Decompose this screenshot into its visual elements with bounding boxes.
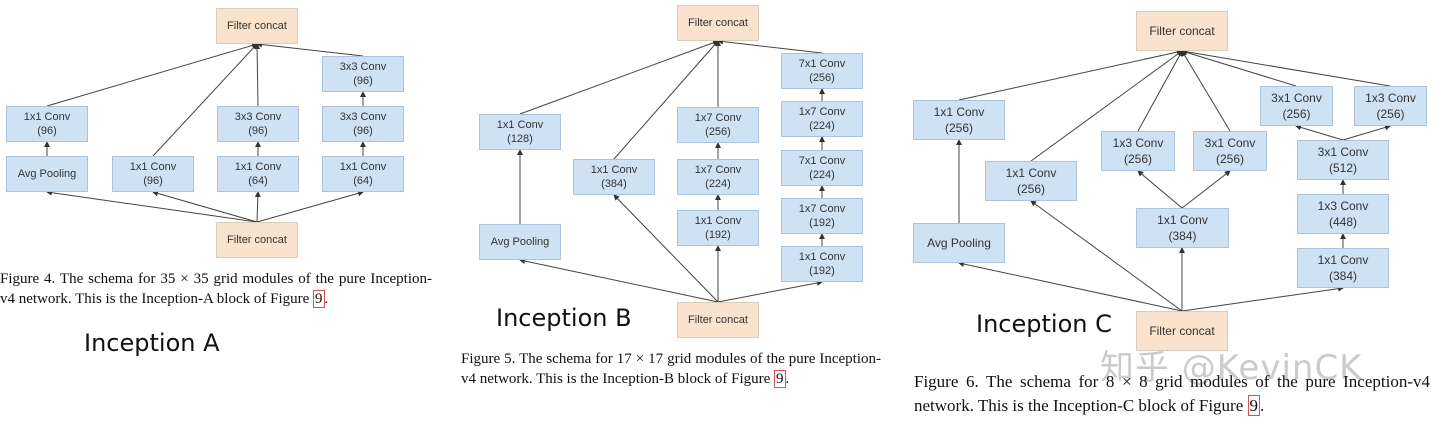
- c-top-filter-concat: Filter concat: [1136, 11, 1228, 51]
- a-branch3-conv2: 3x3 Conv(96): [217, 106, 299, 142]
- b-bottom-filter-concat: Filter concat: [677, 302, 759, 338]
- figure-ref-link[interactable]: 9: [1247, 395, 1260, 416]
- arrow-edge: [1181, 48, 1391, 87]
- arrow-edge: [254, 43, 261, 107]
- a-bottom-filter-concat: Filter concat: [216, 222, 298, 258]
- inception-a-label: Inception A: [84, 329, 220, 357]
- c-branch4-conv-right: 1x3 Conv(256): [1354, 86, 1427, 126]
- arrow-edge: [256, 41, 364, 57]
- arrow-edge: [1342, 124, 1391, 141]
- b-branch4-conv1: 1x1 Conv(192): [781, 246, 863, 282]
- a-branch1-avg-pooling: Avg Pooling: [6, 156, 88, 192]
- arrow-edge: [958, 261, 1183, 312]
- inception-b-label: Inception B: [496, 304, 632, 332]
- inception-c-label: Inception C: [976, 310, 1112, 338]
- arrow-edge: [152, 190, 258, 223]
- arrow-edge: [254, 191, 261, 223]
- arrow-edge: [519, 258, 719, 303]
- a-branch4-conv2: 3x3 Conv(96): [322, 106, 404, 142]
- figure-5-caption: Figure 5. The schema for 17 × 17 grid mo…: [461, 351, 881, 388]
- arrow-edge: [256, 190, 364, 223]
- watermark: 知乎 @KevinCK: [1100, 348, 1363, 388]
- b-branch3-conv1: 1x1 Conv(192): [677, 210, 759, 246]
- arrow-edge: [1295, 124, 1344, 141]
- a-branch1-conv: 1x1 Conv(96): [6, 106, 88, 142]
- c-branch3-conv-left: 1x3 Conv(256): [1101, 131, 1175, 171]
- arrow-edge: [1137, 50, 1183, 132]
- figure-ref-link[interactable]: 9: [313, 290, 325, 308]
- c-branch4-conv-left: 3x1 Conv(256): [1260, 86, 1333, 126]
- arrow-edge: [958, 49, 1183, 101]
- b-branch4-conv2: 1x7 Conv(192): [781, 198, 863, 234]
- b-top-filter-concat: Filter concat: [677, 5, 759, 41]
- figure-6-caption: Figure 6. The schema for 8 × 8 grid modu…: [914, 372, 1430, 416]
- arrow-edge: [46, 189, 258, 223]
- b-branch4-conv3: 7x1 Conv(224): [781, 150, 863, 186]
- c-branch3-conv-right: 3x1 Conv(256): [1193, 131, 1267, 171]
- b-branch3-conv3: 1x7 Conv(256): [677, 107, 759, 143]
- arrow-edge: [519, 39, 719, 115]
- a-branch4-conv3: 3x3 Conv(96): [322, 56, 404, 92]
- b-branch4-conv5: 7x1 Conv(256): [781, 53, 863, 89]
- b-branch1-conv: 1x1 Conv(128): [479, 114, 561, 150]
- c-branch2-conv: 1x1 Conv(256): [985, 161, 1077, 201]
- arrow-edge: [46, 42, 258, 107]
- a-top-filter-concat: Filter concat: [216, 8, 298, 44]
- arrow-edge: [1181, 170, 1231, 209]
- c-branch3-conv1: 1x1 Conv(384): [1136, 208, 1229, 248]
- arrow-edge: [1181, 49, 1297, 87]
- b-branch3-conv2: 1x7 Conv(224): [677, 159, 759, 195]
- figure-ref-link[interactable]: 9: [774, 370, 786, 388]
- c-bottom-filter-concat: Filter concat: [1136, 311, 1228, 351]
- c-branch1-conv: 1x1 Conv(256): [913, 100, 1005, 140]
- arrow-edge: [1137, 170, 1183, 209]
- arrow-edge: [1181, 50, 1231, 132]
- figure-4-caption: Figure 4. The schema for 35 × 35 grid mo…: [0, 271, 432, 308]
- b-branch1-avg-pooling: Avg Pooling: [479, 224, 561, 260]
- arrow-edge: [717, 279, 823, 303]
- b-branch4-conv4: 1x7 Conv(224): [781, 101, 863, 137]
- a-branch2-conv: 1x1 Conv(96): [112, 156, 194, 192]
- arrow-edge: [717, 38, 823, 54]
- a-branch3-conv1: 1x1 Conv(64): [217, 156, 299, 192]
- c-branch4-conv1: 1x1 Conv(384): [1297, 248, 1389, 288]
- a-branch4-conv1: 1x1 Conv(64): [322, 156, 404, 192]
- c-branch4-conv2: 1x3 Conv(448): [1297, 194, 1389, 234]
- b-branch2-conv: 1x1 Conv(384): [573, 159, 655, 195]
- c-branch1-avg-pooling: Avg Pooling: [913, 223, 1005, 263]
- arrow-edge: [1181, 285, 1344, 312]
- c-branch4-conv3: 3x1 Conv(512): [1297, 140, 1389, 180]
